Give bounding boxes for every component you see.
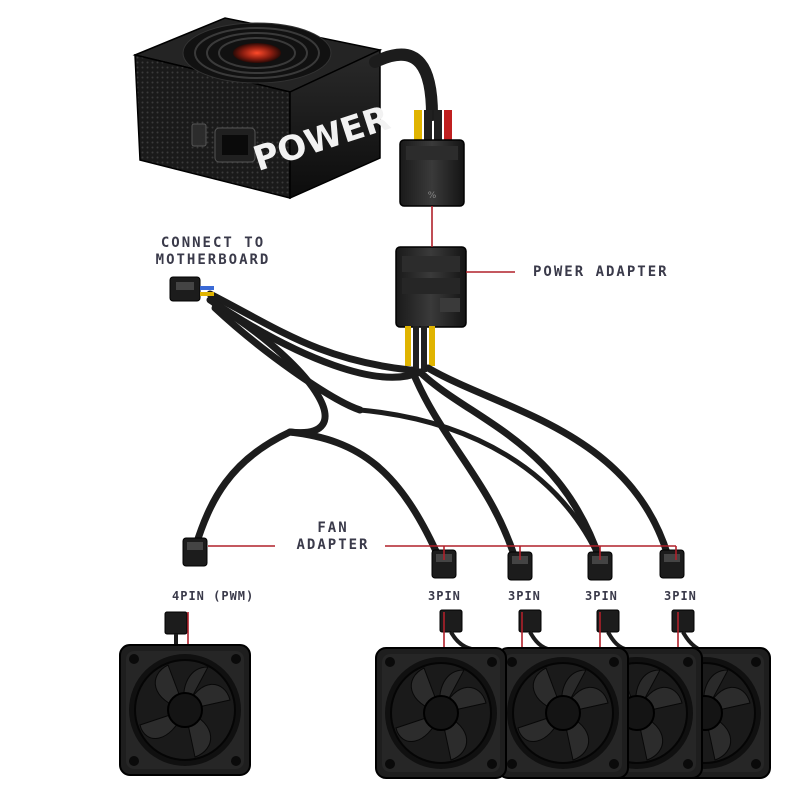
adapter-wire-stubs [405, 326, 435, 372]
splitter-cables [191, 290, 672, 564]
fan-plugs [164, 609, 695, 635]
fan-icon-2 [497, 647, 629, 779]
pwm-fan-connector [182, 537, 208, 567]
psu-output-cable [369, 48, 438, 121]
psu-molex-connector: % [399, 139, 465, 207]
fan-connector-4 [659, 549, 685, 579]
fan-icon-1 [375, 647, 507, 779]
pwm-pin-label: 4PIN (PWM) [172, 589, 255, 603]
power-supply-unit: POWER [132, 17, 395, 200]
fan-adapter-label: FAN ADAPTER [296, 520, 370, 553]
connect-motherboard-label: CONNECT TO MOTHERBOARD [155, 235, 271, 268]
pwm-fan-icon [119, 644, 251, 776]
ac-socket-icon [191, 123, 256, 163]
power-adapter-label: POWER ADAPTER [533, 264, 669, 280]
svg-text:%: % [428, 191, 437, 201]
psu-fan-icon [182, 22, 332, 84]
pin-label-2: 3PIN [508, 589, 541, 603]
motherboard-connector [169, 276, 214, 302]
pin-label-3: 3PIN [585, 589, 618, 603]
pin-label-4: 3PIN [664, 589, 697, 603]
pin-label-1: 3PIN [428, 589, 461, 603]
adapter-molex-connector [395, 246, 467, 328]
callout-lines [187, 206, 679, 648]
psu-wire-bundle [414, 110, 452, 144]
